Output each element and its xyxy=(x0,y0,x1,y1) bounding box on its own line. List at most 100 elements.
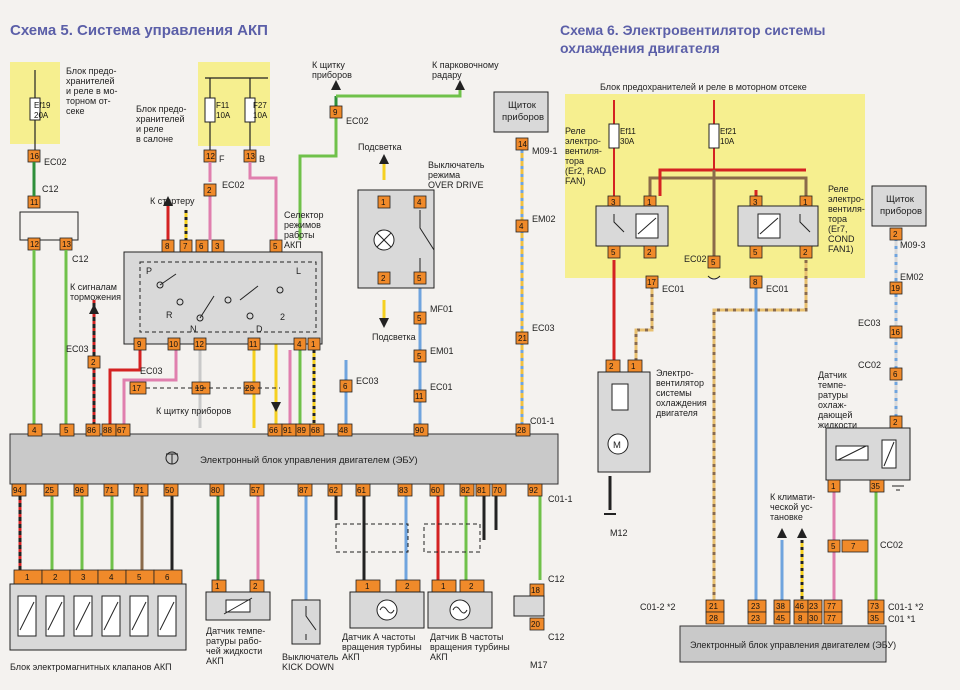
svg-text:N: N xyxy=(190,324,197,334)
svg-text:4: 4 xyxy=(519,222,524,231)
pin-16: 16 xyxy=(27,149,41,163)
connector-em01: EM01 xyxy=(430,346,454,356)
pin-2-ec03: 2 xyxy=(87,355,101,369)
connector-c01-1-top: C01-1 xyxy=(530,416,555,426)
svg-text:2: 2 xyxy=(280,312,285,322)
svg-text:2: 2 xyxy=(893,230,898,239)
svg-text:2: 2 xyxy=(53,573,58,582)
svg-text:1: 1 xyxy=(365,582,370,591)
overdrive-label: Выключатель режима OVER DRIVE xyxy=(428,160,485,190)
to-dashboard-top-line2: приборов xyxy=(312,70,352,80)
connector-ec03-6: EC03 xyxy=(858,318,881,328)
svg-text:1: 1 xyxy=(647,198,652,207)
svg-text:1: 1 xyxy=(831,482,836,491)
svg-text:12: 12 xyxy=(195,340,204,349)
connector-c12-b: C12 xyxy=(72,254,89,264)
relay1-label: Реле электро- вентиля- тора (Er2, RAD FA… xyxy=(565,126,607,186)
pin-12-c12: 12 xyxy=(27,237,41,251)
pin-21: 21 xyxy=(515,331,529,345)
svg-text:двигателя: двигателя xyxy=(656,408,698,418)
connector-ec01-6a: EC01 xyxy=(662,284,685,294)
letter-f: F xyxy=(219,154,225,164)
ground-coolant xyxy=(892,485,904,491)
svg-text:60: 60 xyxy=(431,486,440,495)
ecu-row2-6: 28 23 45 8 30 77 35 xyxy=(705,611,885,625)
svg-text:P: P xyxy=(146,266,152,276)
svg-text:Электро-: Электро- xyxy=(656,368,694,378)
svg-text:АКП: АКП xyxy=(284,240,302,250)
svg-text:2: 2 xyxy=(609,362,614,371)
svg-text:5: 5 xyxy=(753,248,758,257)
svg-text:17: 17 xyxy=(132,384,141,393)
svg-text:COND: COND xyxy=(828,234,855,244)
svg-text:2: 2 xyxy=(91,358,96,367)
connector-c12-a: C12 xyxy=(42,184,59,194)
dashboard-5-line1: Щиток xyxy=(508,100,537,111)
svg-text:23: 23 xyxy=(751,602,760,611)
connector-ec03-c: EC03 xyxy=(532,323,555,333)
svg-text:5: 5 xyxy=(64,426,69,435)
svg-text:1: 1 xyxy=(25,573,30,582)
svg-text:Блок предо-: Блок предо- xyxy=(66,66,117,76)
svg-text:1: 1 xyxy=(803,198,808,207)
fuse-f11: F11 10A xyxy=(204,78,231,150)
connector-c12-c: C12 xyxy=(548,574,565,584)
svg-text:87: 87 xyxy=(299,486,308,495)
connector-ec02-a: EC02 xyxy=(44,157,67,167)
svg-text:91: 91 xyxy=(283,426,292,435)
svg-text:9: 9 xyxy=(137,340,142,349)
svg-text:5: 5 xyxy=(417,314,422,323)
coolant-sensor-elements xyxy=(835,439,897,469)
scheme6-title-line2: охлаждения двигателя xyxy=(560,40,720,56)
svg-text:68: 68 xyxy=(311,426,320,435)
to-climate-line2: ческой ус- xyxy=(770,502,813,512)
m17-label: M17 xyxy=(530,660,548,670)
arrow-to-dashboard-mid xyxy=(271,402,281,412)
arrow-up-starter xyxy=(163,196,173,206)
motor-icon xyxy=(607,433,629,455)
svg-text:и реле: и реле xyxy=(136,124,164,134)
svg-text:OVER DRIVE: OVER DRIVE xyxy=(428,180,484,190)
fan-resistor xyxy=(611,383,629,411)
svg-text:10A: 10A xyxy=(253,111,268,120)
svg-text:30A: 30A xyxy=(620,137,635,146)
svg-text:2: 2 xyxy=(647,248,652,257)
svg-text:13: 13 xyxy=(62,240,71,249)
fan-pins: 2 1 xyxy=(605,359,643,373)
pin-13-c12: 13 xyxy=(59,237,73,251)
svg-text:1: 1 xyxy=(441,582,446,591)
svg-text:71: 71 xyxy=(135,486,144,495)
selector-letters: P R N D L 2 xyxy=(146,266,301,334)
svg-text:18: 18 xyxy=(531,586,540,595)
svg-text:Ef21: Ef21 xyxy=(720,127,737,136)
dashboard-6-line1: Щиток xyxy=(886,194,915,205)
arrow-up-illum xyxy=(379,154,389,164)
dashboard-box-6 xyxy=(871,185,927,227)
arrow-up-dashboard xyxy=(331,80,341,90)
svg-text:11: 11 xyxy=(30,198,39,207)
svg-text:F27: F27 xyxy=(253,101,267,110)
svg-text:5: 5 xyxy=(273,242,278,251)
fuse-block-6-label: Блок предохранителей и реле в моторном о… xyxy=(600,82,807,92)
svg-text:14: 14 xyxy=(518,140,527,149)
svg-text:F11: F11 xyxy=(216,101,230,110)
svg-text:8: 8 xyxy=(753,278,758,287)
svg-text:9: 9 xyxy=(333,108,338,117)
svg-text:2: 2 xyxy=(207,186,212,195)
svg-text:1: 1 xyxy=(381,198,386,207)
svg-text:20: 20 xyxy=(245,384,254,393)
letter-b: B xyxy=(259,154,265,164)
svg-text:Блок предо-: Блок предо- xyxy=(136,104,187,114)
pin-19: 19 xyxy=(889,281,903,295)
connector-mf01: MF01 xyxy=(430,304,453,314)
svg-text:R: R xyxy=(166,310,173,320)
svg-text:1: 1 xyxy=(215,582,220,591)
svg-text:35: 35 xyxy=(870,614,879,623)
connector-m09-3: M09-3 xyxy=(900,240,926,250)
svg-text:73: 73 xyxy=(870,602,879,611)
selector-label: Селектор режимов работы АКП xyxy=(284,210,324,250)
svg-text:11: 11 xyxy=(249,340,258,349)
svg-text:5: 5 xyxy=(417,352,422,361)
svg-text:48: 48 xyxy=(339,426,348,435)
